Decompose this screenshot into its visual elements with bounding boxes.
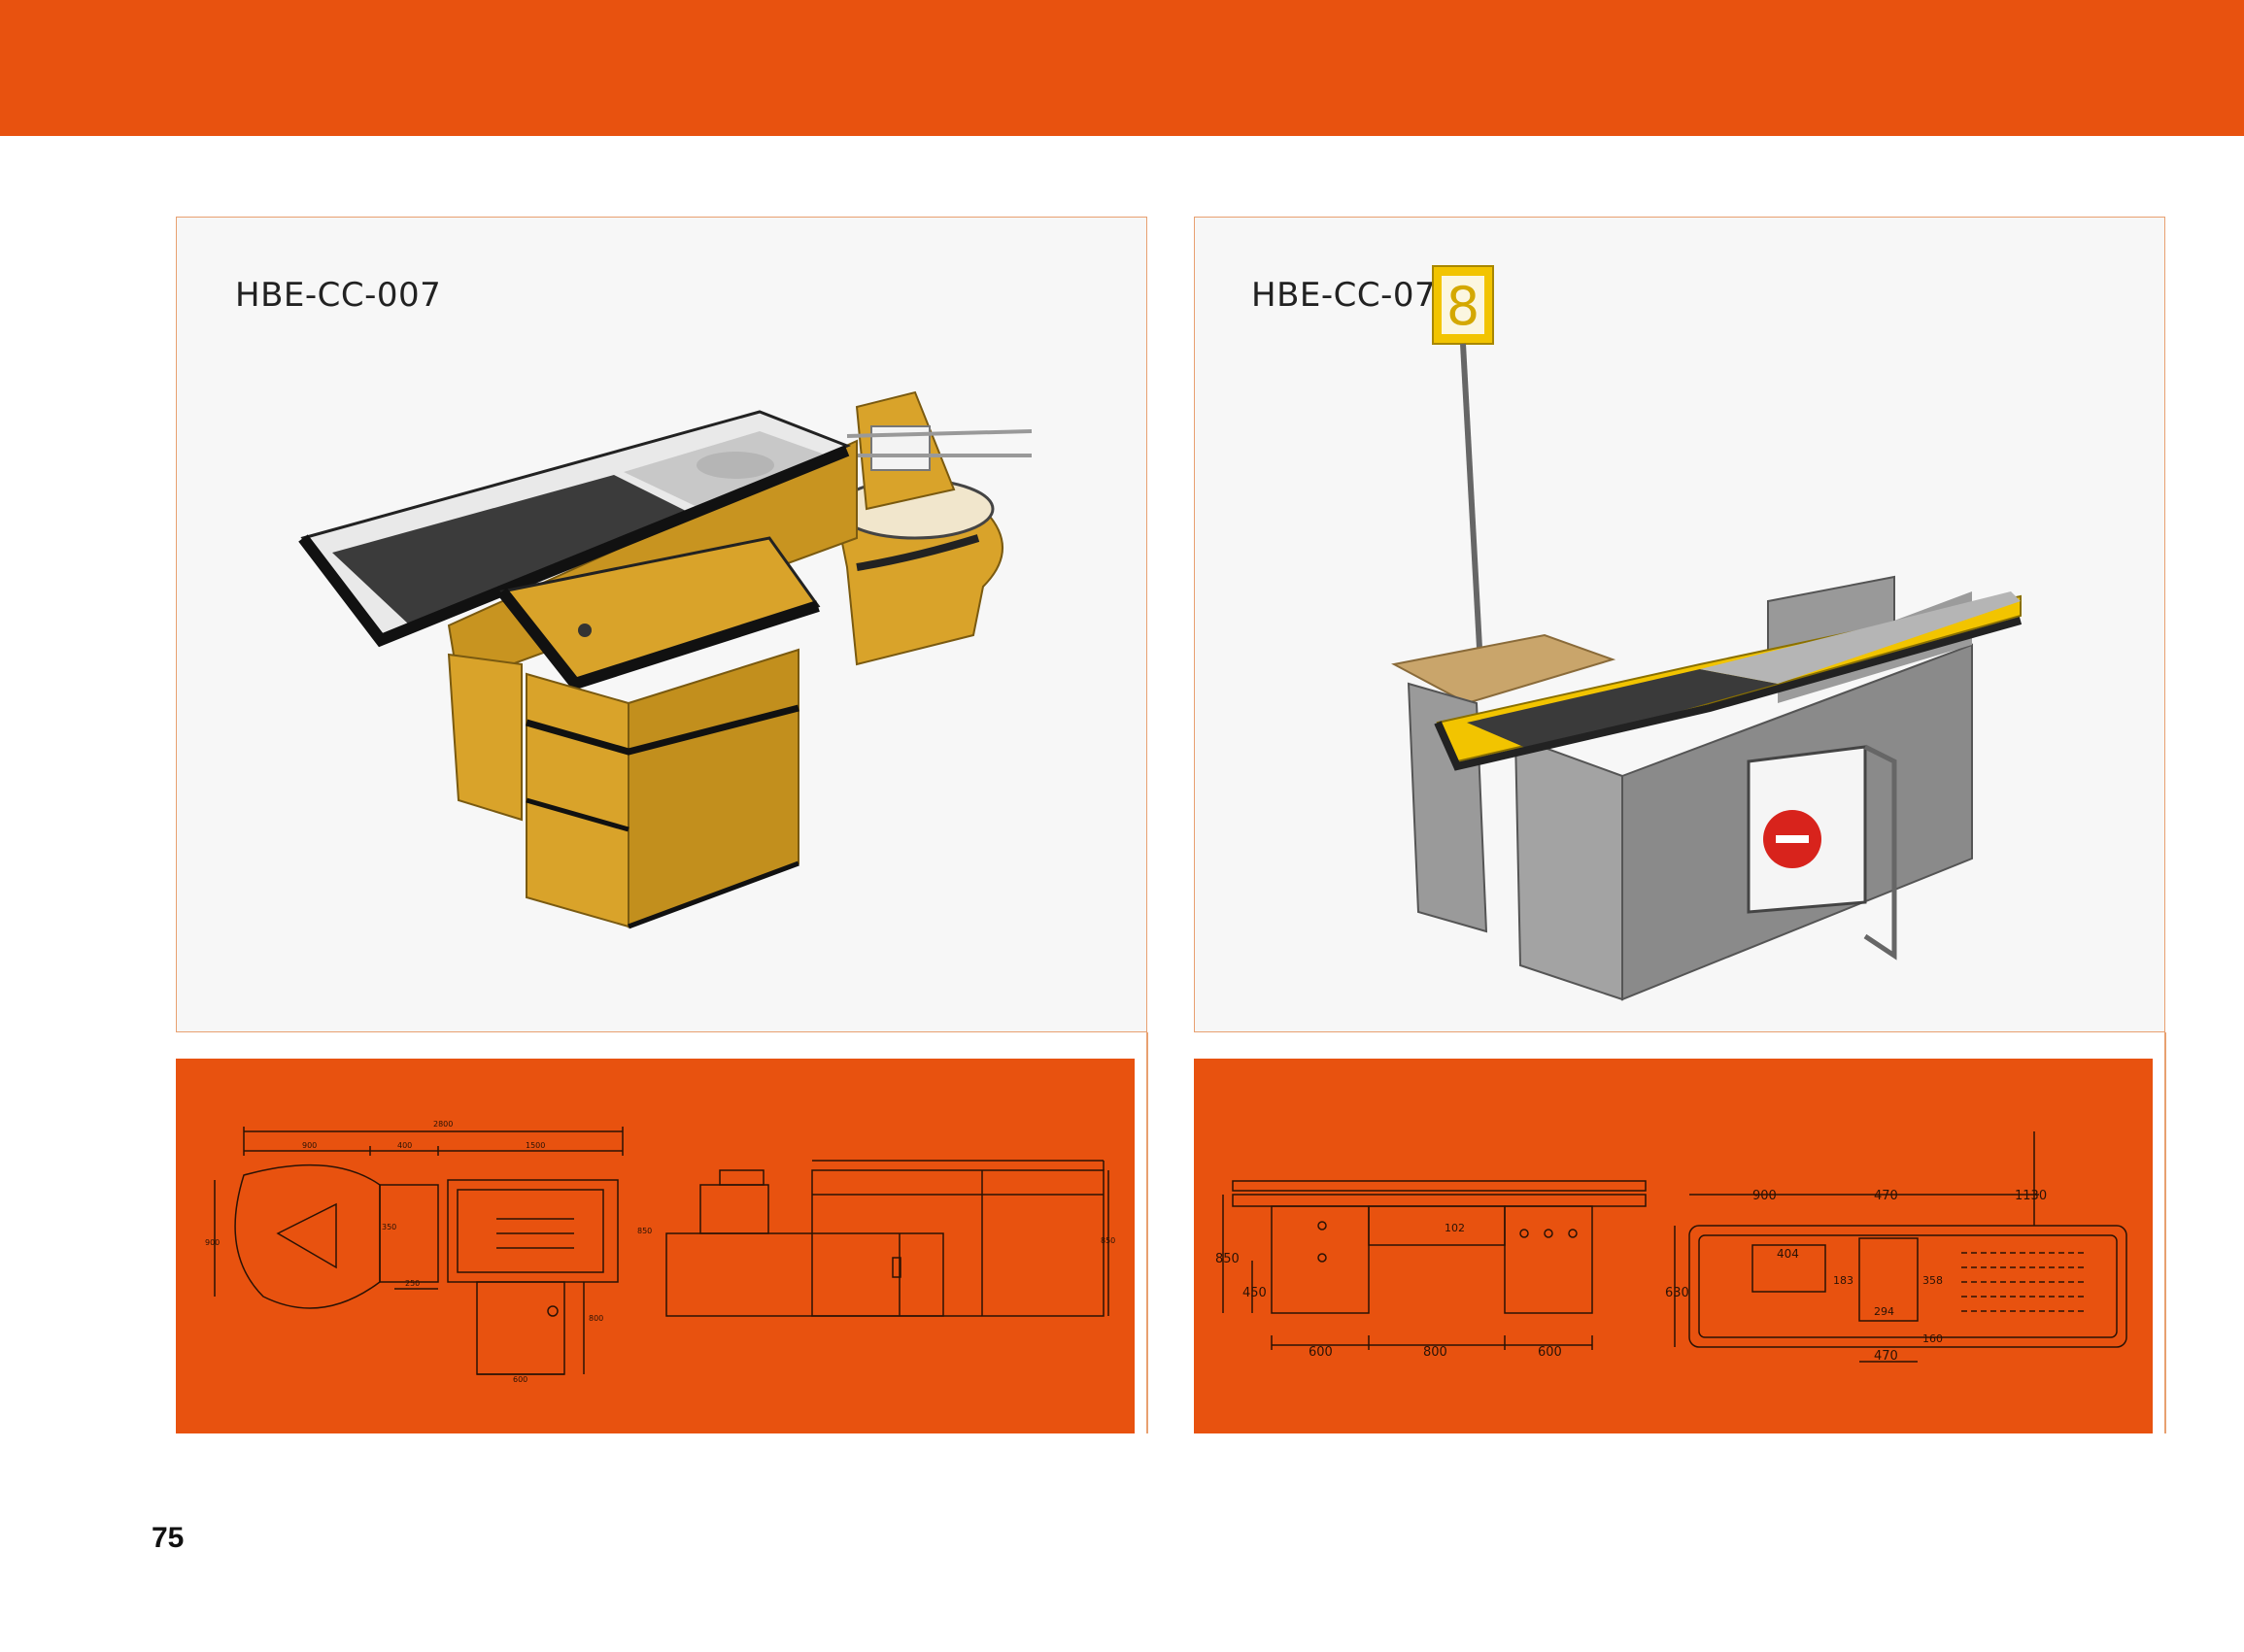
product-code: HBE-CC-07 xyxy=(1251,276,1437,315)
product-card-hbe-cc-07: HBE-CC-07 8 xyxy=(1194,217,2165,1032)
dim-segment-1: 900 xyxy=(302,1141,317,1150)
card-rule-left xyxy=(1146,1032,1148,1433)
dim-right-cabinet: 600 xyxy=(1538,1345,1562,1360)
dim-plan-scanner: 404 xyxy=(1777,1247,1799,1261)
dim-front-height: 850 xyxy=(637,1227,652,1235)
dim-basket: 350 xyxy=(382,1223,396,1231)
dim-plan-bag: 358 xyxy=(1922,1274,1943,1287)
dim-total-length: 2800 xyxy=(433,1120,453,1129)
dim-plan-bag-width: 294 xyxy=(1874,1305,1894,1318)
dim-segment-3: 1500 xyxy=(526,1141,545,1150)
dim-desk-width: 600 xyxy=(513,1375,527,1384)
lane-sign-number: 8 xyxy=(1446,276,1479,337)
dim-elevation-height: 850 xyxy=(1101,1236,1115,1245)
dim-plan-depth: 630 xyxy=(1665,1286,1689,1300)
card-rule-right xyxy=(2164,1032,2166,1433)
technical-drawing-hbe-cc-007: 2800 900 400 1500 900 350 250 850 800 60… xyxy=(176,1059,1135,1433)
product-code: HBE-CC-007 xyxy=(235,276,442,315)
dim-plan-2: 470 xyxy=(1874,1189,1898,1203)
dim-height: 850 xyxy=(1215,1252,1240,1266)
dim-segment-2: 400 xyxy=(397,1141,412,1150)
technical-drawing-hbe-cc-07: 850 450 600 800 600 102 900 470 1130 630… xyxy=(1194,1059,2153,1433)
dim-desk-depth: 800 xyxy=(589,1314,603,1323)
dim-plan-3: 1130 xyxy=(2015,1189,2047,1203)
page-number: 75 xyxy=(152,1522,185,1554)
dim-depth: 900 xyxy=(205,1238,220,1247)
checkout-counter-render-yellow xyxy=(298,390,1033,929)
product-card-hbe-cc-007: HBE-CC-007 xyxy=(176,217,1147,1032)
dim-plan-bottom: 470 xyxy=(1874,1349,1898,1364)
dim-basket-width: 250 xyxy=(405,1279,420,1288)
dim-plan-offset: 160 xyxy=(1922,1332,1943,1345)
dim-plan-1: 900 xyxy=(1752,1189,1777,1203)
dim-lower-height: 450 xyxy=(1242,1286,1267,1300)
header-band xyxy=(0,0,2244,136)
dim-gap: 102 xyxy=(1445,1222,1465,1234)
dim-left-cabinet: 600 xyxy=(1309,1345,1333,1360)
checkout-counter-render-grey: 8 xyxy=(1391,265,2023,1001)
dim-plan-scanner-depth: 183 xyxy=(1833,1274,1853,1287)
dim-middle: 800 xyxy=(1423,1345,1447,1360)
